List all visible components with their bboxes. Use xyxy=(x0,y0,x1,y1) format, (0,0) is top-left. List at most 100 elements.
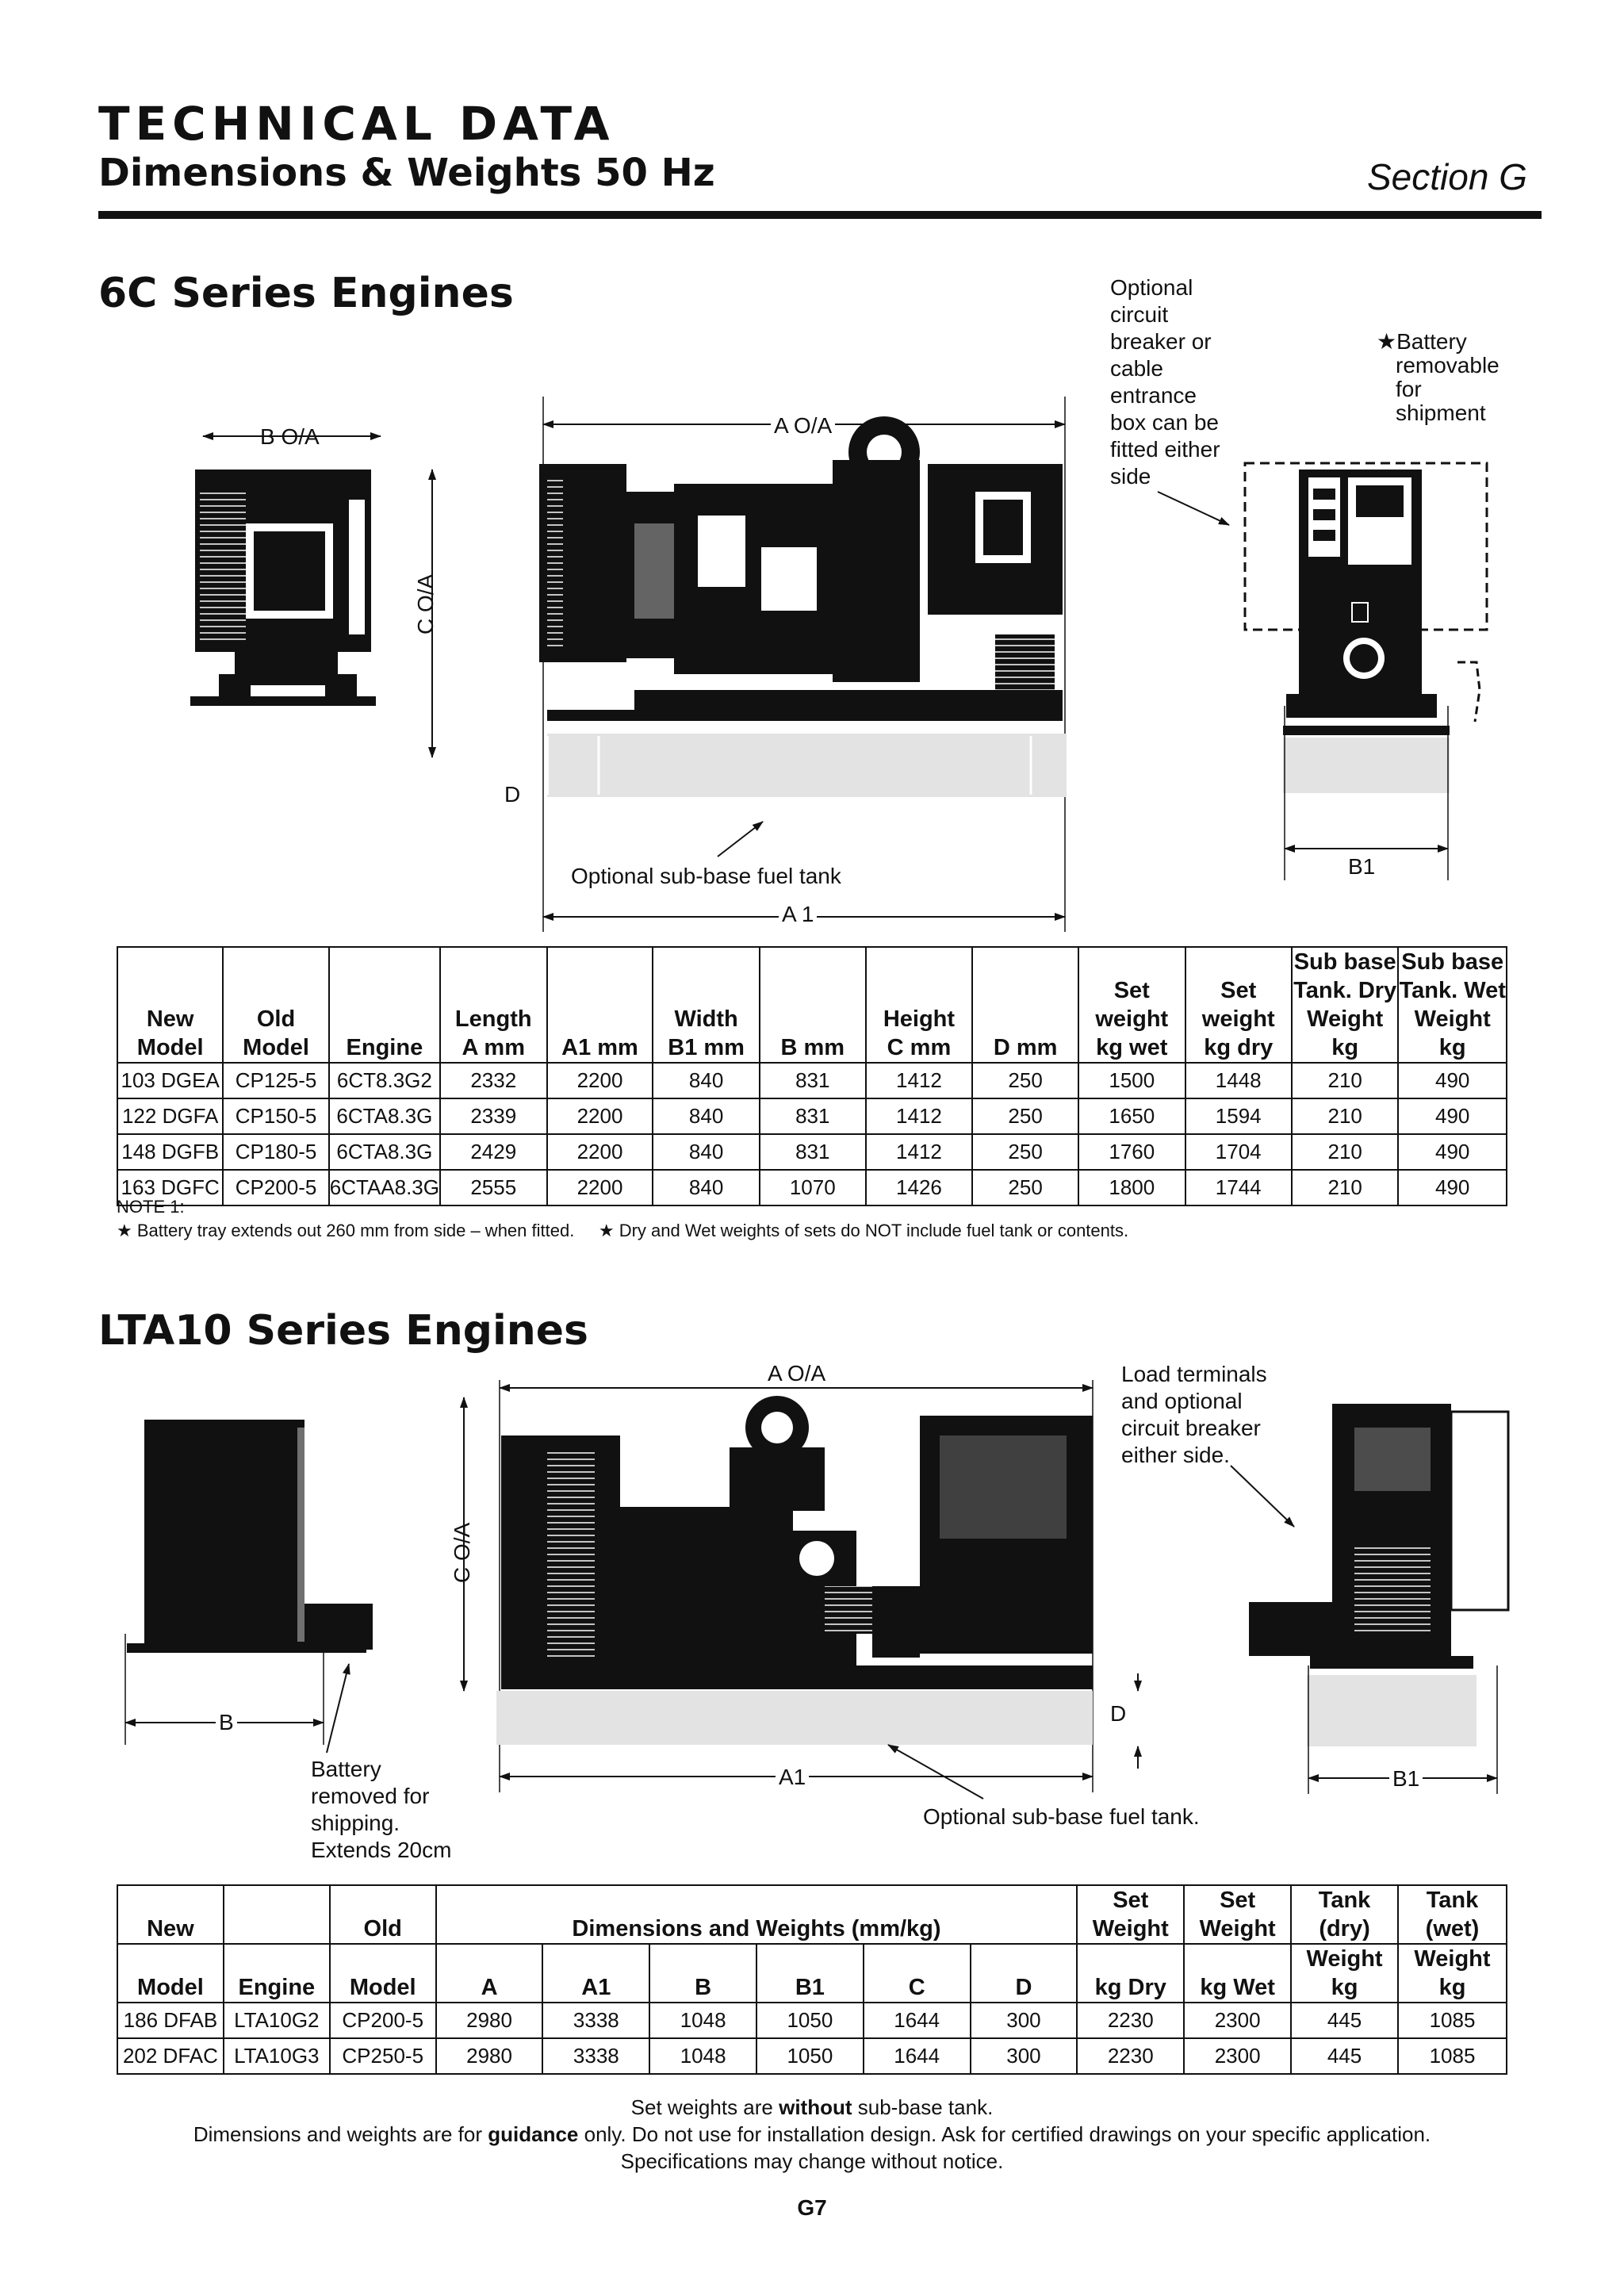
table-cell: 250 xyxy=(971,1133,1080,1171)
table-cell: 210 xyxy=(1290,1062,1400,1099)
table-cell: 2339 xyxy=(439,1098,548,1135)
label-b1: B1 xyxy=(1348,854,1376,879)
table-cell: CP180-5 xyxy=(222,1133,330,1171)
table-cell: 148 DGFB xyxy=(116,1133,224,1171)
table-cell: 2555 xyxy=(439,1169,548,1206)
label-d: D xyxy=(504,782,521,807)
table-cell: 1594 xyxy=(1184,1098,1293,1135)
table-cell: 1412 xyxy=(864,1133,974,1171)
table-cell: 300 xyxy=(969,2002,1078,2039)
table-cell: 840 xyxy=(652,1133,760,1171)
series-6c-drawings xyxy=(190,397,1488,932)
table-cell: 445 xyxy=(1290,2037,1399,2075)
column-header: A xyxy=(435,1943,544,2003)
table-cell: CP250-5 xyxy=(328,2037,437,2075)
battery-note: ★Battery removable for shipment xyxy=(1377,330,1500,425)
table-cell: 1085 xyxy=(1396,2002,1508,2039)
column-header: Weight kg xyxy=(1396,1943,1508,2003)
column-header: D xyxy=(969,1943,1078,2003)
table-cell: 250 xyxy=(971,1169,1080,1206)
series-lta10-table: New Old Dimensions and Weights (mm/kg) S… xyxy=(117,1884,1508,2075)
table-cell: 6CTA8.3G xyxy=(327,1133,442,1171)
table-cell: CP200-5 xyxy=(222,1169,330,1206)
table-cell: 1800 xyxy=(1078,1169,1186,1206)
table-cell: 1500 xyxy=(1078,1062,1186,1099)
label-a1: A 1 xyxy=(779,901,818,928)
table-cell: 2429 xyxy=(439,1133,548,1171)
table-cell: 2200 xyxy=(546,1062,654,1099)
column-group-header: Dimensions and Weights (mm/kg) xyxy=(435,1884,1078,1945)
table-cell: 6CTAA8.3G xyxy=(327,1169,442,1206)
table-header-row: Model Engine Model A A1 B B1 C D kg Dry … xyxy=(117,1943,1508,2003)
table-cell: 3338 xyxy=(542,2002,651,2039)
table-cell: LTA10G3 xyxy=(222,2037,331,2075)
battery-note-line: Battery xyxy=(311,1757,381,1781)
table-cell: 490 xyxy=(1397,1169,1507,1206)
table-cell: 2332 xyxy=(439,1062,548,1099)
table-cell: 490 xyxy=(1397,1133,1507,1171)
column-header: kg Dry xyxy=(1076,1943,1185,2003)
table-cell: 6CTA8.3G xyxy=(327,1098,442,1135)
table-header-row: New Old Dimensions and Weights (mm/kg) S… xyxy=(117,1884,1508,1945)
breaker-note-line: box can be xyxy=(1110,410,1219,435)
end-view-drawing xyxy=(190,432,436,758)
page-subtitle: Dimensions & Weights 50 Hz xyxy=(98,151,715,195)
table-cell: 122 DGFA xyxy=(116,1098,224,1135)
table-cell: 2980 xyxy=(435,2002,544,2039)
table-cell: 1412 xyxy=(864,1098,974,1135)
lta10-side-view-drawing xyxy=(460,1380,1142,1800)
table-cell: 2200 xyxy=(546,1133,654,1171)
table-cell: 490 xyxy=(1397,1062,1507,1099)
column-header: New xyxy=(117,1884,224,1945)
breaker-note-line: breaker or xyxy=(1110,329,1212,354)
label-lta10-b1: B1 xyxy=(1389,1765,1423,1792)
table-cell: 6CT8.3G2 xyxy=(327,1062,442,1099)
series-6c-heading: 6C Series Engines xyxy=(98,270,514,317)
table-cell: 840 xyxy=(652,1098,760,1135)
column-header: Engine xyxy=(327,946,442,1064)
label-lta10-fuel-tank: Optional sub-base fuel tank. xyxy=(923,1804,1200,1829)
table-cell: 1760 xyxy=(1078,1133,1186,1171)
table-cell: LTA10G2 xyxy=(222,2002,331,2039)
column-header: A1 mm xyxy=(546,946,654,1064)
note-line: ★ Battery tray extends out 260 mm from s… xyxy=(117,1221,1129,1240)
table-cell: 831 xyxy=(758,1098,867,1135)
battery-note-line: ★Battery xyxy=(1377,329,1467,354)
table-cell: 210 xyxy=(1290,1133,1400,1171)
table-cell: 250 xyxy=(971,1062,1080,1099)
front-view-drawing xyxy=(1157,462,1488,880)
breaker-note: Optional circuit breaker or cable entran… xyxy=(1110,274,1220,490)
column-header: Set Weight xyxy=(1183,1884,1293,1945)
page-number: G7 xyxy=(797,2195,827,2220)
label-lta10-b: B xyxy=(216,1709,237,1736)
table-cell: 1744 xyxy=(1184,1169,1293,1206)
table-cell: 103 DGEA xyxy=(116,1062,224,1099)
table-cell: 1412 xyxy=(864,1062,974,1099)
table-cell: 490 xyxy=(1397,1098,1507,1135)
label-b-oa: B O/A xyxy=(260,424,320,449)
label-c-oa: C O/A xyxy=(413,573,438,634)
load-note-line: Load terminals xyxy=(1121,1362,1267,1386)
breaker-note-line: fitted either xyxy=(1110,437,1220,462)
lta10-battery-note: Battery removed for shipping. Extends 20… xyxy=(311,1756,451,1864)
battery-note-line: for xyxy=(1396,377,1422,401)
breaker-note-line: Optional xyxy=(1110,275,1193,300)
label-lta10-d: D xyxy=(1110,1701,1127,1726)
note-title: NOTE 1: xyxy=(117,1197,185,1217)
column-header: B mm xyxy=(758,946,867,1064)
table-cell: 2230 xyxy=(1076,2002,1185,2039)
battery-note-line: shipment xyxy=(1396,401,1486,425)
table-cell: 163 DGFC xyxy=(116,1169,224,1206)
table-cell: 831 xyxy=(758,1062,867,1099)
battery-note-line: removed for xyxy=(311,1784,430,1808)
